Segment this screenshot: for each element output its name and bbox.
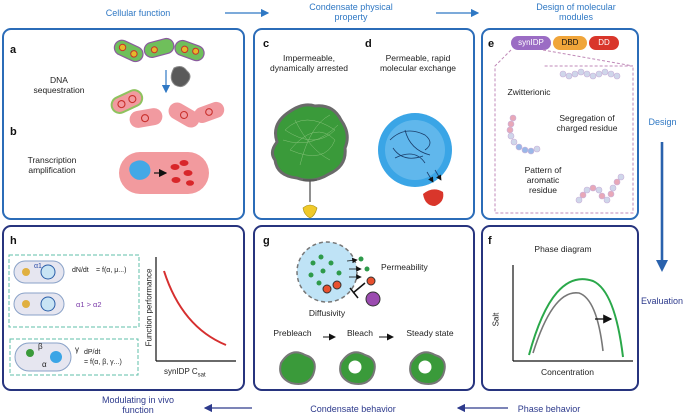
eq1-rhs: = f(α, μ...) — [96, 267, 127, 274]
pink-bacteria-2 — [129, 108, 163, 128]
eq2-rhs: = f(α, β, γ...) — [84, 359, 122, 366]
greek-beta: β — [38, 342, 43, 351]
chain-zwitterionic — [559, 68, 621, 80]
dark-condensate — [170, 66, 191, 88]
phase-curve-gray — [532, 292, 604, 354]
panel-f-illustration — [512, 265, 633, 362]
permeability-label: Permeability — [381, 262, 428, 272]
performance-curve — [163, 270, 227, 346]
alpha1-label: α1 — [34, 263, 42, 270]
panel-g-letter: g — [263, 235, 270, 247]
panel-e: e synIDP DBD DD Zwitterionic Segregation… — [481, 28, 639, 220]
green-condensate — [270, 103, 349, 182]
greek-gamma: γ — [75, 345, 79, 354]
panel-h-letter: h — [10, 235, 17, 247]
panel-h-illustration — [8, 254, 236, 376]
module-synidp: synIDP — [511, 36, 551, 50]
flow-label-condensate-property: Condensate physical property — [309, 2, 393, 23]
alpha-compare: α1 > α2 — [76, 300, 102, 309]
green-bacteria-2 — [143, 37, 175, 59]
phase-diagram-title: Phase diagram — [534, 244, 592, 254]
green-bacteria-1 — [113, 39, 144, 63]
panel-c-letter: c — [263, 38, 270, 50]
panel-d-letter: d — [365, 38, 372, 50]
green-bacteria-3 — [174, 39, 205, 62]
label-zwitterionic: Zwitterionic — [507, 87, 551, 97]
blue-condensate-small — [129, 160, 151, 180]
flow-label-cellular-function: Cellular function — [105, 8, 171, 18]
eq2-lhs: dP/dt — [84, 349, 101, 356]
eq1-lhs: dN/dt — [72, 267, 89, 274]
diffusivity-label: Diffusivity — [308, 308, 346, 318]
flow-label-design: Design — [648, 117, 677, 127]
purple-molecule — [365, 291, 381, 307]
label-segregation: Segregation of charged residue — [556, 113, 618, 133]
performance-xlabel-sub: sat — [197, 372, 206, 379]
panel-d-caption: Permeable, rapid molecular exchange — [379, 53, 457, 73]
module-dbd: DBD — [553, 36, 587, 50]
frap-prebleach: Prebleach — [273, 328, 312, 338]
frap-bleach: Bleach — [347, 328, 373, 338]
flow-label-phase-behavior: Phase behavior — [517, 404, 581, 414]
panel-e-illustration — [494, 49, 634, 214]
panel-f: f Phase diagram Salt Concentration — [481, 225, 639, 391]
label-aromatic: Pattern of aromatic residue — [524, 165, 562, 195]
phase-xlabel: Concentration — [541, 367, 594, 377]
panel-cd: c Impermeable, dynamically arrested d Pe… — [253, 28, 475, 220]
panel-h: h α1 dN/dt = f(α, μ...) α1 > α2 β α γ dP… — [2, 225, 245, 391]
pink-bacteria-4 — [194, 101, 225, 124]
module-dd: DD — [589, 36, 619, 50]
panel-b-letter: b — [10, 126, 17, 138]
frap-condensate-1 — [279, 351, 316, 385]
flow-label-molecular-modules: Design of molecular modules — [536, 2, 616, 23]
panel-f-letter: f — [488, 235, 492, 247]
panel-ab-illustration — [110, 37, 225, 194]
panel-ab: a DNA sequestration b Transcription ampl… — [2, 28, 245, 220]
yellow-molecule — [302, 204, 318, 219]
panel-b-caption: Transcription amplification — [27, 155, 77, 175]
frap-steady-state: Steady state — [406, 328, 454, 338]
flow-label-evaluation: Evaluation — [640, 296, 684, 306]
performance-xlabel-main: synIDP C — [164, 367, 198, 376]
panel-c-caption: Impermeable, dynamically arrested — [270, 53, 348, 73]
panel-cd-illustration — [270, 103, 452, 219]
chain-segregation — [506, 114, 541, 155]
panel-a-caption: DNA sequestration — [33, 75, 85, 95]
performance-ylabel: Function performance — [144, 268, 154, 347]
red-molecule — [423, 189, 444, 206]
flow-label-condensate-behavior: Condensate behavior — [310, 404, 396, 414]
flow-arrows-top — [225, 8, 480, 18]
panel-g-illustration — [279, 241, 446, 385]
flow-arrow-right — [656, 142, 668, 272]
flow-label-modulating: Modulating in vivo function — [101, 395, 175, 416]
dilute-droplet — [296, 241, 358, 303]
greek-alpha: α — [42, 360, 47, 369]
panel-g: g Permeability Diffusivity Prebleach Ble… — [253, 225, 475, 391]
performance-xlabel: synIDP Csat — [164, 367, 206, 379]
panel-a-letter: a — [10, 44, 17, 56]
chain-aromatic — [575, 173, 625, 204]
phase-curve-green — [528, 278, 624, 358]
panel-e-letter: e — [488, 38, 495, 50]
pink-bacteria-3 — [168, 102, 200, 128]
pink-bacteria-1 — [110, 89, 144, 114]
performance-axes — [155, 257, 236, 362]
